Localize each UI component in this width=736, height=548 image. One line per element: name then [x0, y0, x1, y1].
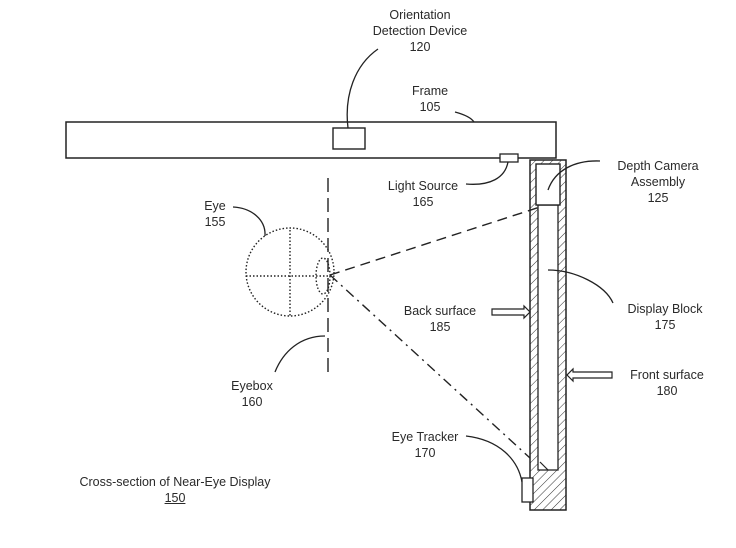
light-source-ref: 165	[412, 195, 434, 209]
light-source-name: Light Source	[387, 179, 459, 193]
eyebox-ref: 160	[241, 395, 263, 409]
figure-title: Cross-section of Near-Eye Display	[79, 475, 271, 489]
orientation-detection-device	[332, 127, 366, 150]
eye-label: Eye 155	[195, 198, 235, 230]
eye-tracker-label: Eye Tracker 170	[380, 429, 470, 461]
back-surface-name: Back surface	[403, 304, 477, 318]
front-surface-label: Front surface 180	[610, 367, 724, 399]
eye-name: Eye	[204, 199, 226, 213]
eye-tracker-leader	[465, 435, 523, 483]
eye-leader	[232, 206, 266, 237]
light-source-label: Light Source 165	[375, 178, 471, 210]
back-surface-arrow	[491, 304, 531, 320]
eye-tracker-ray	[329, 274, 531, 459]
frame-ref: 105	[419, 100, 441, 114]
depth-camera-assembly	[535, 163, 561, 206]
orientation-name-2: Detection Device	[372, 24, 468, 38]
light-source-leader	[465, 161, 509, 185]
front-surface-ref: 180	[656, 384, 678, 398]
display-block-label: Display Block 175	[610, 301, 720, 333]
frame-leader	[454, 111, 475, 123]
display-block-channel	[537, 204, 559, 471]
eye-tracker	[521, 477, 534, 503]
orientation-label: Orientation Detection Device 120	[350, 7, 490, 55]
channel-bottom-edge	[539, 461, 549, 471]
eye	[245, 227, 335, 317]
front-surface-name: Front surface	[630, 368, 704, 382]
eye-tracker-ref: 170	[414, 446, 436, 460]
light-source	[499, 153, 519, 163]
eyebox-leader	[274, 335, 326, 373]
depth-camera-label: Depth Camera Assembly 125	[598, 158, 718, 206]
display-block-name: Display Block	[627, 302, 703, 316]
eye-tracker-name: Eye Tracker	[391, 430, 459, 444]
figure-caption: Cross-section of Near-Eye Display 150	[60, 474, 290, 506]
orientation-name-1: Orientation	[389, 8, 451, 22]
eyebox-name: Eyebox	[231, 379, 273, 393]
orientation-ref: 120	[409, 40, 431, 54]
figure-ref: 150	[164, 491, 186, 505]
back-surface-label: Back surface 185	[390, 303, 490, 335]
display-block-ref: 175	[654, 318, 676, 332]
front-surface-arrow	[566, 367, 613, 383]
depth-camera-leader	[547, 160, 601, 191]
back-surface-ref: 185	[429, 320, 451, 334]
depth-camera-ray	[329, 206, 541, 276]
frame-label: Frame 105	[400, 83, 460, 115]
depth-camera-name-2: Assembly	[630, 175, 686, 189]
depth-camera-ref: 125	[647, 191, 669, 205]
frame-name: Frame	[411, 84, 449, 98]
display-block-leader	[547, 269, 614, 304]
depth-camera-name-1: Depth Camera	[617, 159, 699, 173]
eye-ref: 155	[204, 215, 226, 229]
orientation-leader	[346, 48, 379, 129]
frame	[65, 121, 557, 159]
eyebox-label: Eyebox 160	[222, 378, 282, 410]
